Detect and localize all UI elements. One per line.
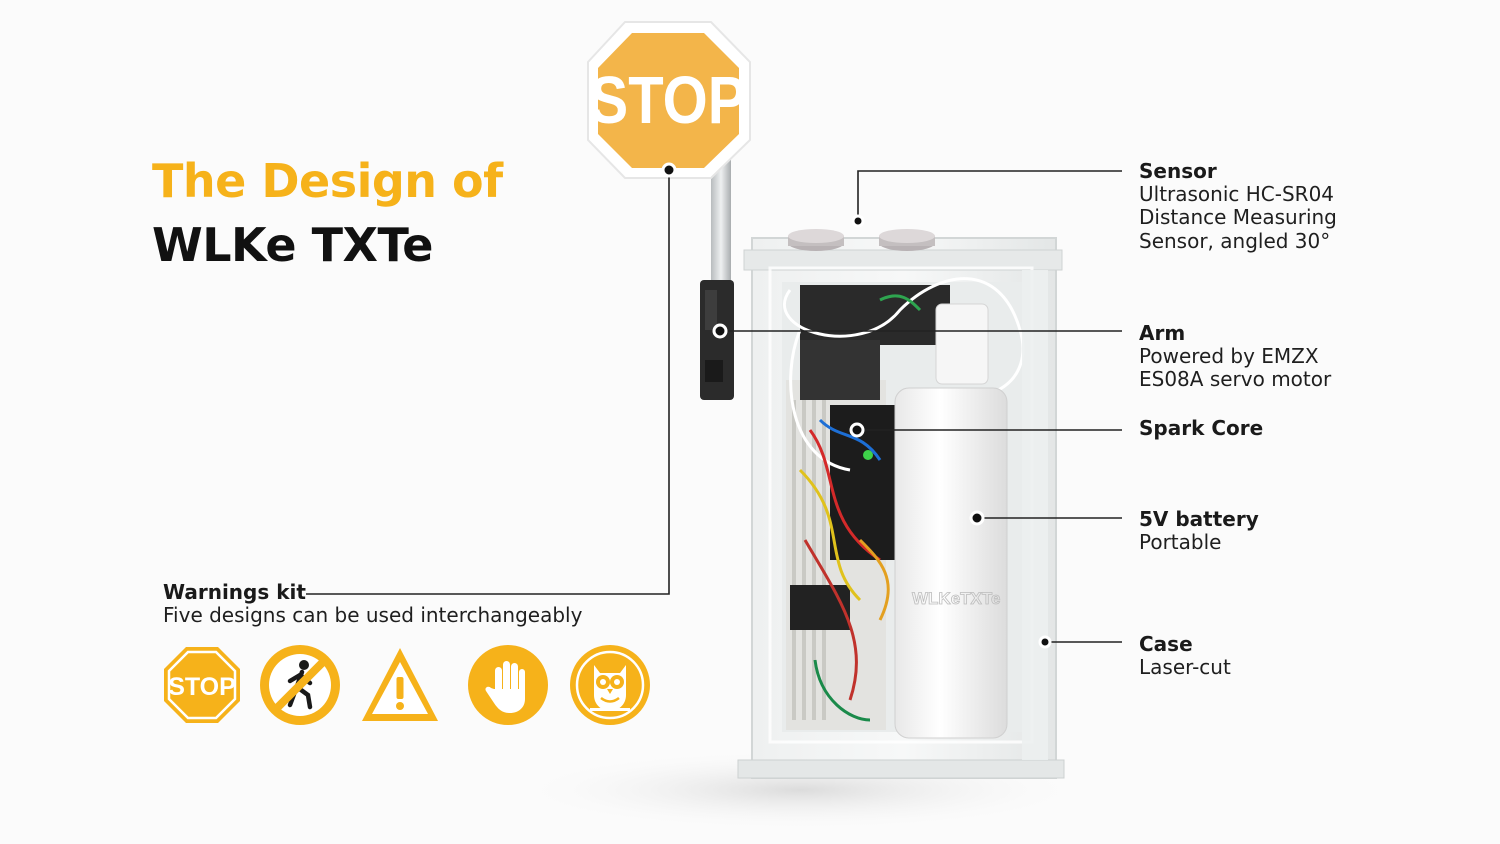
battery-desc: Portable [1139, 530, 1222, 554]
sensor-title: Sensor [1139, 159, 1217, 183]
arm-title: Arm [1139, 321, 1186, 345]
warnings-desc: Five designs can be used interchangeably [163, 603, 583, 627]
stop-sign-text: STOP [590, 63, 747, 138]
ultrasonic-sensor [788, 229, 935, 251]
sensor-desc-2: Distance Measuring [1139, 205, 1337, 229]
arm-desc-2: ES08A servo motor [1139, 367, 1332, 391]
hand-stop-icon [468, 645, 548, 725]
arm-desc-1: Powered by EMZX [1139, 344, 1319, 368]
warnings-title: Warnings kit [163, 580, 306, 604]
no-pedestrian-icon [260, 645, 340, 725]
sensor-desc-1: Ultrasonic HC-SR04 [1139, 182, 1335, 206]
title-line-2: WLKe TXTe [152, 218, 433, 272]
case-base [737, 759, 1065, 779]
case-title: Case [1139, 632, 1193, 656]
spark-core-title: Spark Core [1139, 416, 1264, 440]
spark-core-board [830, 405, 905, 560]
stop-icon-text: STOP [168, 673, 236, 701]
owl-icon [570, 645, 650, 725]
stop-sign: STOP [587, 21, 751, 179]
battery-logo: WLKeTXTe [912, 589, 1000, 608]
case-desc: Laser-cut [1139, 655, 1231, 679]
title-line-1: The Design of [152, 154, 503, 208]
battery-title: 5V battery [1139, 507, 1259, 531]
sensor-desc-3: Sensor, angled 30° [1139, 229, 1331, 253]
battery-pack: WLKeTXTe [894, 387, 1008, 739]
stop-sign-icon: STOP [164, 647, 240, 723]
warning-triangle-icon [362, 648, 438, 721]
